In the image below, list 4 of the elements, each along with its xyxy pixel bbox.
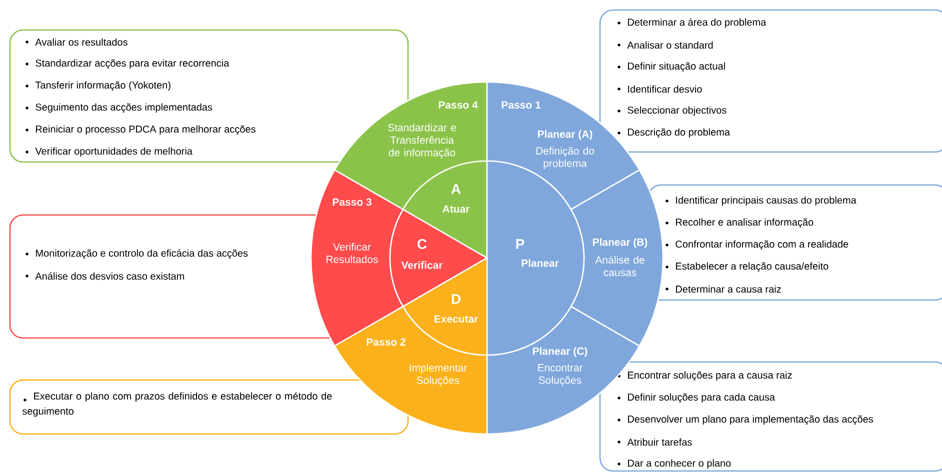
list-box: Encontrar soluções para a causa raiz Definir soluções para cada causa Desenvolver um plano para implementação das acções Atribuir tarefas Dar a conhecer o plano (599, 361, 942, 472)
list-box: Executar o plano com prazos definidos e estabelecer o método de seguimento (9, 379, 409, 435)
cycle-segment: Planear (B) Análise de causas (570, 169, 664, 347)
list-box: Determinar a área do problema Analisar o standard Definir situação actual Identificar desvio Seleccionar objectivos Descrição do problema (599, 9, 942, 153)
